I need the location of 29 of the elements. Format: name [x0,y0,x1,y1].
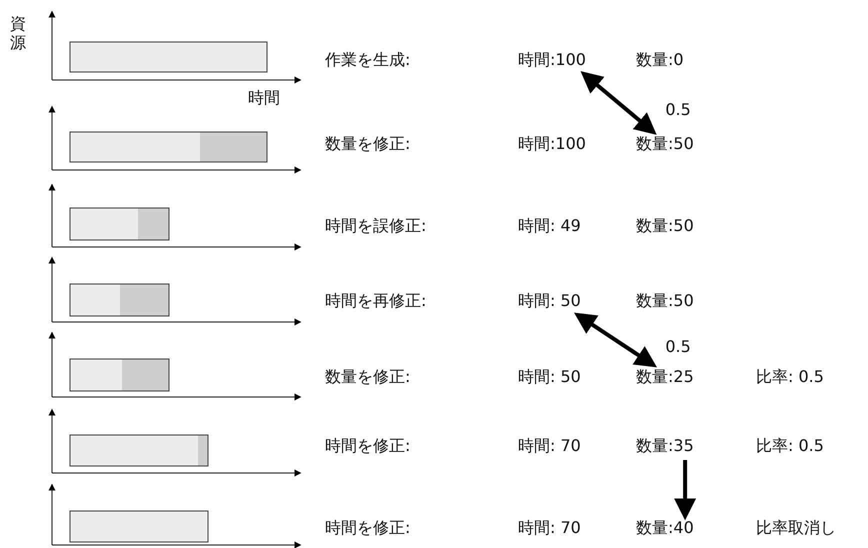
value-text: 時間: 50 [518,291,581,311]
time-value: 時間: 49 [518,216,581,236]
step-label: 数量を修正: [325,134,410,154]
value-text: 数量:35 [636,436,694,456]
quantity-value: 数量:50 [636,291,694,311]
arrow [580,71,657,135]
quantity-value: 数量:50 [636,216,694,236]
step-label: 数量を修正: [325,367,410,387]
ratio-value: 比率取消し [756,518,836,538]
axis-label: 時間 [248,88,280,108]
ratio-value: 比率: 0.5 [756,367,824,387]
step-label: 時間を再修正: [325,291,426,311]
ratio-value: 比率: 0.5 [756,436,824,456]
value-text: 数量:40 [636,518,694,538]
time-value: 時間: 70 [518,436,581,456]
step-label: 時間を修正: [325,518,410,538]
quantity-value: 数量:0 [636,50,684,70]
value-text: 数量:50 [636,134,694,154]
step-label: 時間を修正: [325,436,410,456]
value-text: 数量:25 [636,367,694,387]
time-value: 時間: 70 [518,518,581,538]
arrow [674,460,696,520]
step-label: 時間を誤修正: [325,216,426,236]
time-value: 時間: 50 [518,367,581,387]
step-label: 作業を生成: [325,50,410,70]
value-text: 時間:100 [518,50,586,70]
time-value: 時間:100 [518,134,586,154]
arrow [574,312,657,368]
axis-label: 資源 [10,14,27,52]
